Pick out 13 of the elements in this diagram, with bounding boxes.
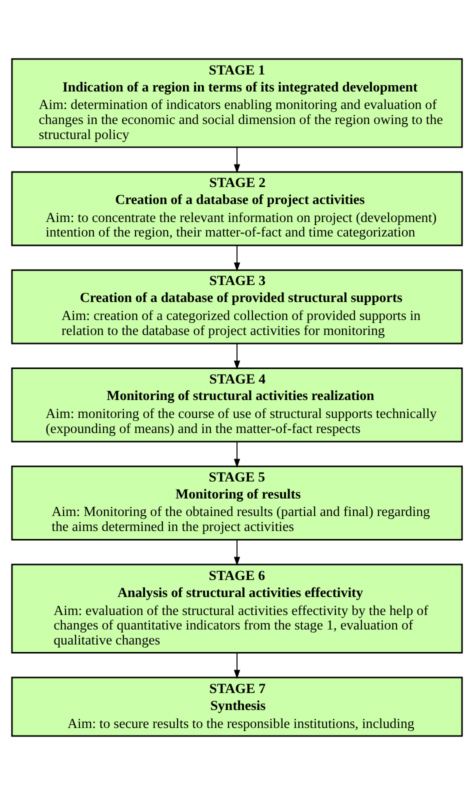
node-box: STAGE 5 Monitoring of results Aim: Monitoring of the obtained results (partial and final) regarding the aims determined in the project activities: [11, 466, 463, 540]
node-box: STAGE 6 Analysis of structural activities effectivity Aim: evaluation of the structural activities effectivity by the help of changes of quantitative indicators from the stage 1, evaluation of qualitative changes: [11, 564, 463, 654]
arrow: [234, 244, 240, 272]
arrow: [234, 343, 240, 370]
arrow: [234, 540, 240, 566]
node-box: STAGE 7 Synthesis Aim: to secure results to the responsible institutions, including: [11, 676, 463, 737]
arrow: [234, 146, 240, 174]
node-box: STAGE 2 Creation of a database of project activities Aim: to concentrate the relevant information on project (development) intention of the region, their matter-of-fact and time categorization: [11, 171, 463, 246]
arrow: [234, 652, 240, 679]
node-box: STAGE 3 Creation of a database of provided structural supports Aim: creation of a categorized collection of provided supports in relation to the database of project activities for monitoring: [11, 269, 463, 344]
arrow: [234, 441, 240, 468]
node-box: STAGE 1 Indication of a region in terms of its integrated development Aim: determination of indicators enabling monitoring and evaluation of changes in the economic and social dimension of the region owing to the structural policy: [11, 58, 463, 148]
node-box: STAGE 4 Monitoring of structural activities realization Aim: monitoring of the course of use of structural supports technically (expounding of means) and in the matter-of-fact respects: [11, 368, 463, 442]
